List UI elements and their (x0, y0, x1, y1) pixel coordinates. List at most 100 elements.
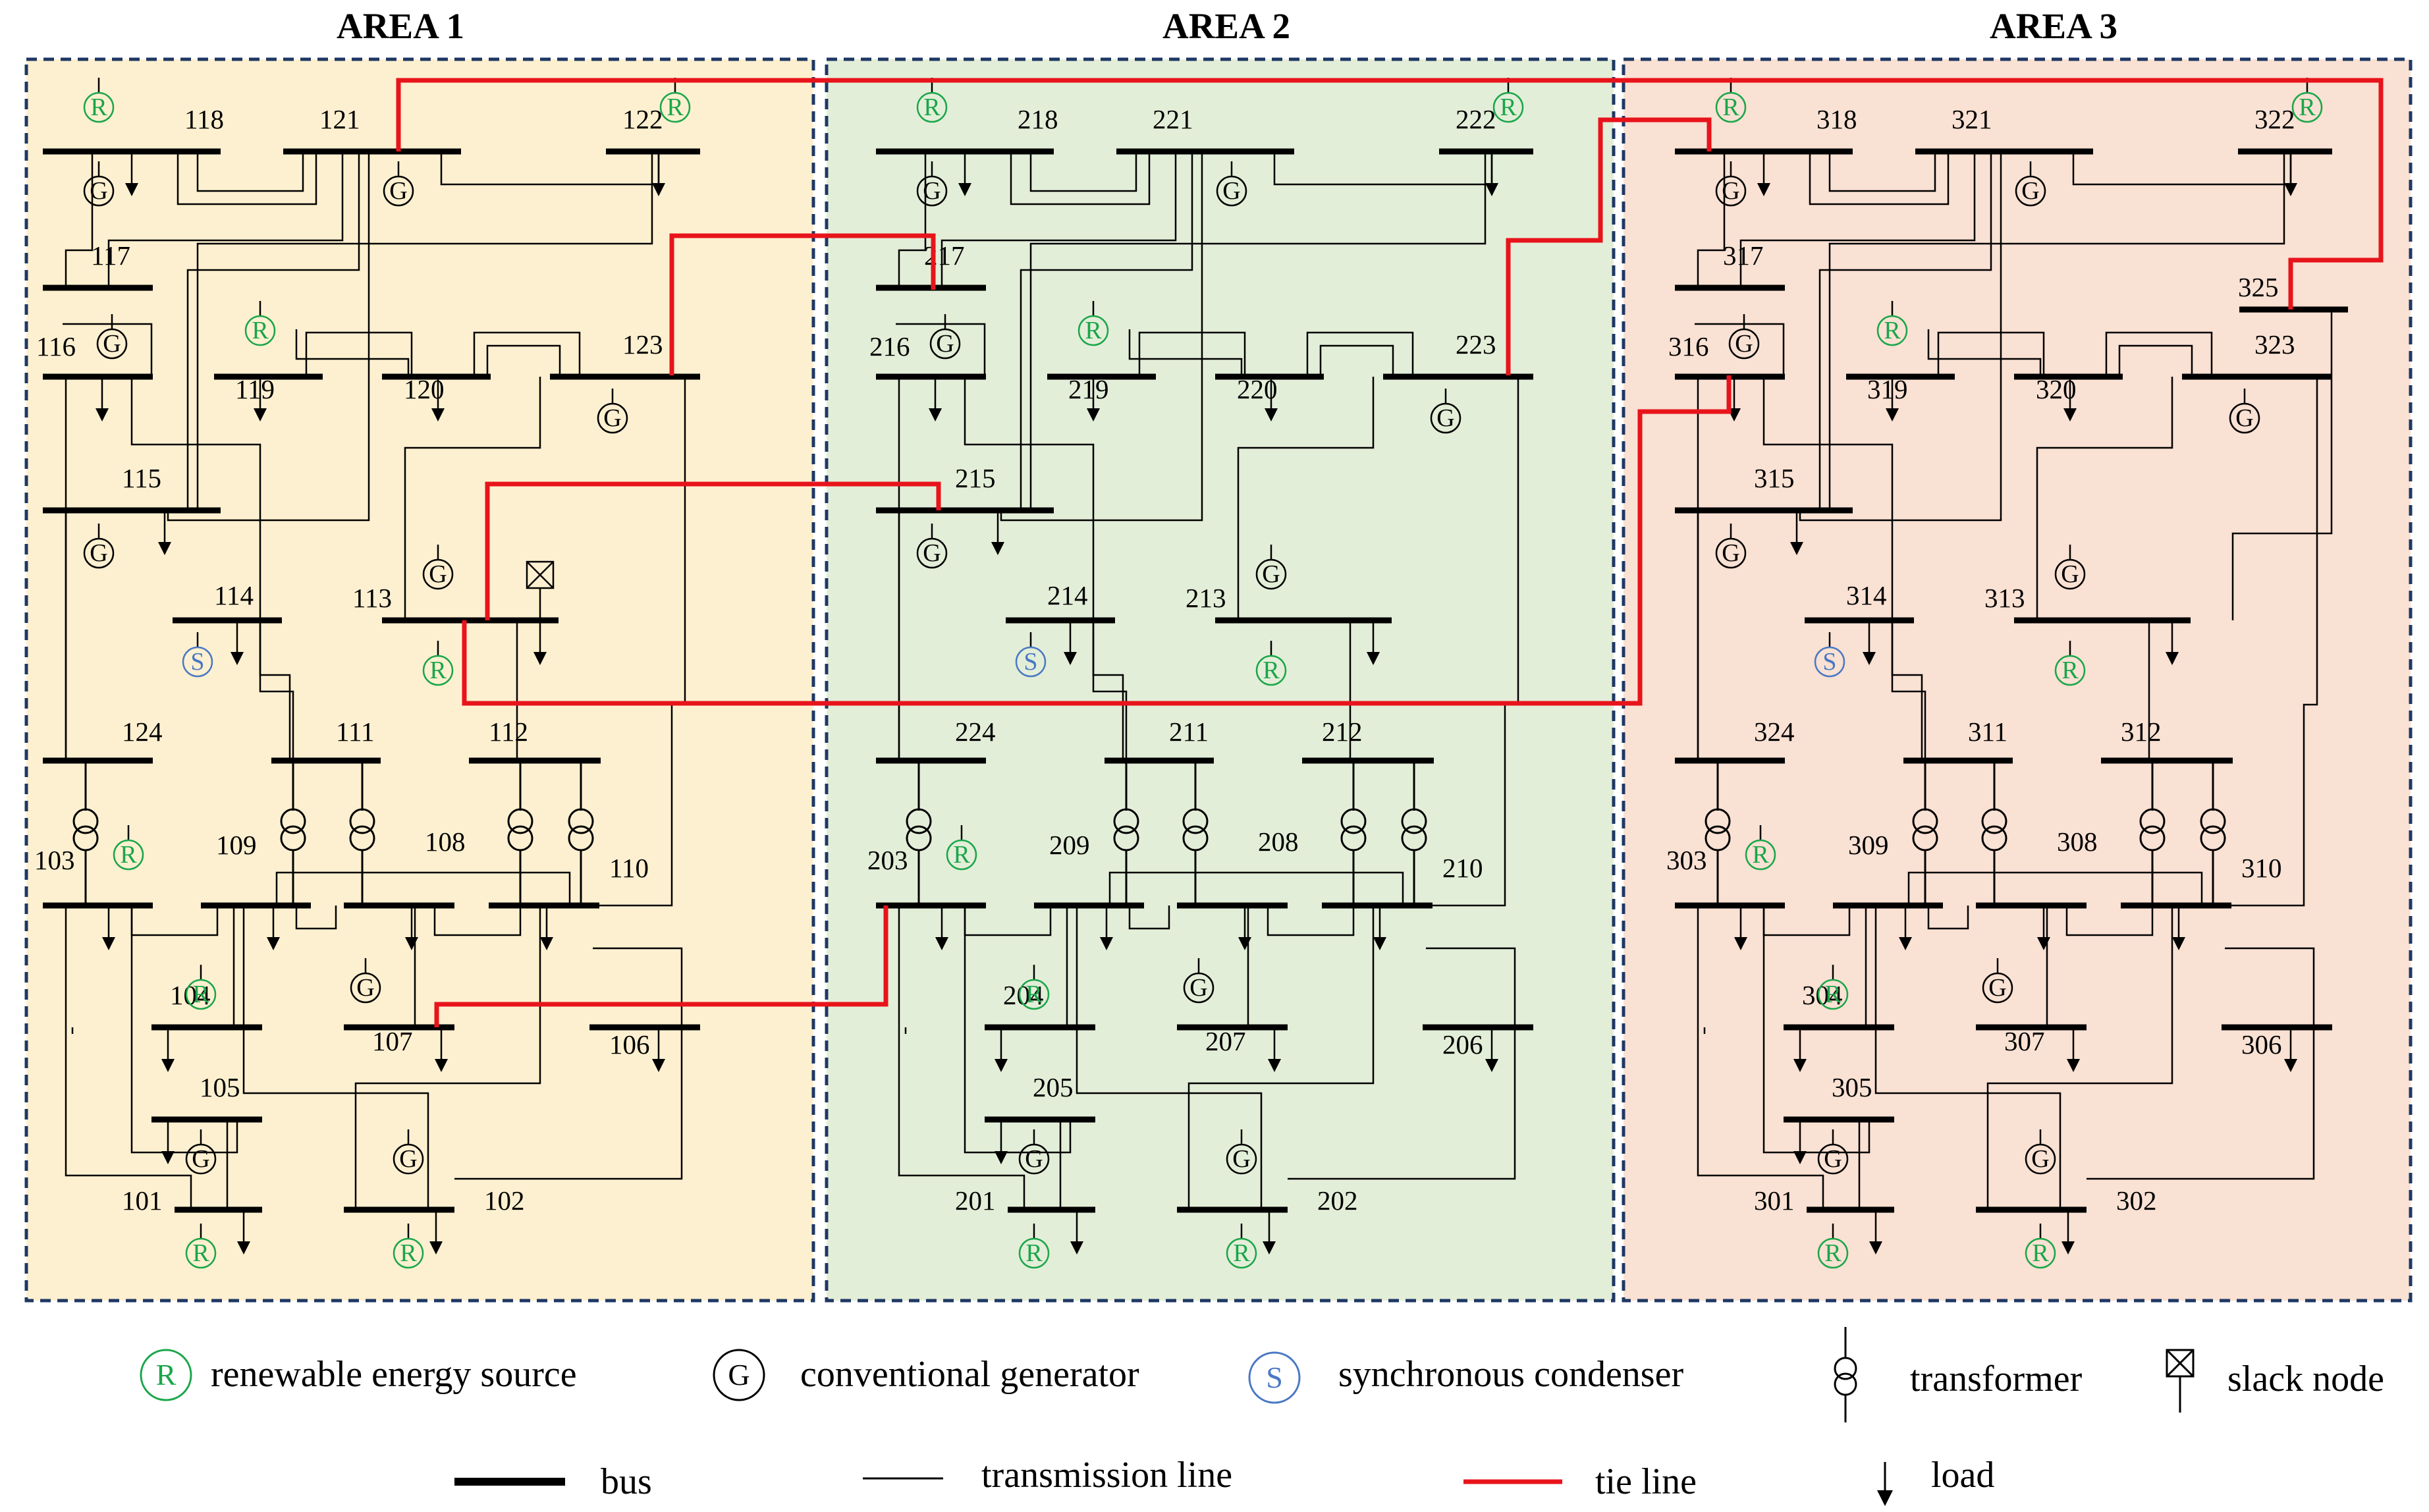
line-3-10 (2105, 331, 2213, 377)
line-3-18 (1891, 620, 1923, 761)
svg-text:R: R (2032, 1239, 2049, 1267)
generator-icon: G (1715, 161, 1747, 207)
bus-label-103: 103 (34, 845, 75, 875)
generator-icon: G (96, 314, 128, 360)
legend-bus-label: bus (601, 1461, 652, 1502)
svg-text:R: R (2061, 657, 2079, 684)
bus-label-105: 105 (200, 1072, 240, 1102)
generator-icon: G (2229, 389, 2260, 434)
legend-tie-label: tie line (1595, 1461, 1697, 1502)
tie-line-107-203 (434, 905, 888, 1027)
bus-label-219: 219 (1068, 374, 1109, 404)
line-1-27 (242, 905, 429, 1210)
line-1-10 (473, 331, 581, 377)
svg-text:G: G (1824, 1145, 1842, 1173)
generator-icon: G (1018, 1129, 1050, 1175)
bus-label-324: 324 (1754, 716, 1795, 747)
legend-slack-icon (2166, 1349, 2195, 1413)
line-1-14 (63, 323, 153, 377)
transformer-1-0 (72, 761, 99, 905)
transformer-3-1 (1912, 761, 1938, 905)
bus-label-318: 318 (1816, 104, 1857, 134)
line-1-8 (295, 329, 410, 377)
renewable-icon: R (1817, 1224, 1849, 1269)
line-3-17 (2036, 377, 2173, 620)
line-3-4 (1818, 151, 1992, 510)
line-2-11 (1319, 344, 1394, 377)
transformer-3-3 (2139, 761, 2166, 905)
renewable-icon: R (422, 641, 454, 686)
line-2-21 (964, 905, 1072, 1154)
bus-label-116: 116 (36, 331, 76, 362)
bus-label-106: 106 (609, 1029, 650, 1060)
svg-text:G: G (1189, 974, 1207, 1002)
svg-text:R: R (1263, 657, 1280, 684)
svg-text:G: G (2021, 177, 2039, 205)
bus-label-301: 301 (1754, 1185, 1795, 1216)
bus-label-205: 205 (1033, 1072, 1074, 1102)
line-2-2 (1029, 151, 1137, 192)
svg-text:G: G (603, 404, 621, 432)
line-3-16 (2231, 377, 2318, 907)
line-2-4 (1020, 151, 1193, 510)
line-1-21 (130, 905, 238, 1154)
bus-label-210: 210 (1442, 853, 1483, 883)
bus-label-321: 321 (1951, 104, 1992, 134)
svg-text:G: G (90, 539, 107, 567)
tie-line-223-318 (1506, 117, 1712, 375)
bus-label-118: 118 (184, 104, 224, 134)
renewable-icon: R (393, 1224, 424, 1269)
line-1-17 (404, 377, 541, 620)
svg-text:R: R (1752, 841, 1769, 869)
line-1-0 (65, 151, 94, 288)
line-1-18 (259, 620, 291, 761)
line-3-32 (1927, 905, 1969, 930)
line-2-23 (1108, 871, 1404, 905)
svg-text:G: G (103, 330, 121, 358)
transformer-3-0 (1705, 761, 1731, 905)
renewable-icon: R (659, 78, 691, 123)
svg-text:S: S (1266, 1361, 1283, 1394)
renewable-icon: R (1018, 965, 1050, 1010)
svg-text:G: G (399, 1145, 417, 1173)
svg-text:G: G (192, 1145, 209, 1173)
svg-text:R: R (1025, 981, 1043, 1008)
bus-label-310: 310 (2241, 853, 2282, 883)
bus-label-123: 123 (622, 329, 663, 360)
svg-text:R: R (156, 1358, 177, 1391)
renewable-icon: R (1745, 825, 1776, 871)
line-2-22 (898, 905, 1025, 1210)
generator-icon: G (383, 161, 414, 207)
tie-lines (396, 78, 2384, 1027)
legend-renewable-label: renewable energy source (211, 1354, 577, 1395)
generator-icon: G (1728, 314, 1760, 360)
condenser-icon: S (1015, 632, 1047, 678)
bus-label-309: 309 (1848, 830, 1889, 860)
generator-icon: G (1430, 389, 1461, 434)
svg-text:G: G (2235, 404, 2253, 432)
renewable-icon: R (185, 965, 217, 1010)
renewable-icon: R (83, 78, 115, 123)
line-1-29 (454, 947, 683, 1180)
transformer-2-2 (1182, 761, 1209, 905)
line-3-9 (1937, 331, 2045, 377)
transformer-1-1 (280, 761, 306, 905)
bus-label-201: 201 (955, 1185, 996, 1216)
line-1-28 (354, 905, 541, 1210)
bus-label-303: 303 (1666, 845, 1707, 875)
line-3-27 (1874, 905, 2061, 1210)
bus-label-209: 209 (1049, 830, 1090, 860)
svg-text:S: S (1822, 648, 1836, 676)
renewable-icon: R (2025, 1224, 2056, 1269)
line-2-7 (1029, 151, 1487, 510)
svg-text:R: R (1824, 981, 1842, 1008)
line-3-6 (1799, 151, 2002, 522)
bus-label-308: 308 (2057, 826, 2098, 857)
legend-renewable-icon: R (140, 1349, 192, 1401)
generator-icon: G (83, 161, 115, 207)
svg-text:R: R (667, 94, 684, 121)
renewable-icon: R (2054, 641, 2086, 686)
